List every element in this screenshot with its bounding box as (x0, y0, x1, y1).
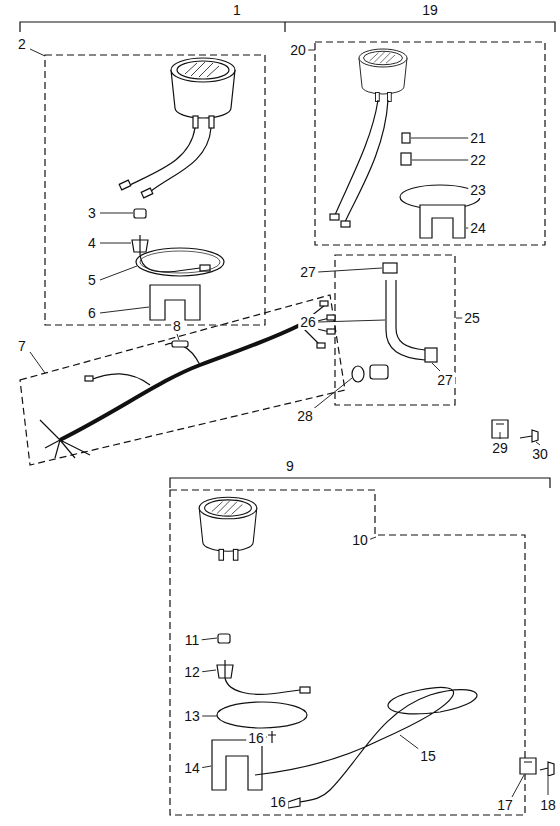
callout-number: 19 (420, 2, 440, 18)
callout-number: 15 (418, 748, 438, 764)
callout-number: 27 (435, 372, 455, 388)
callout-number: 22 (468, 152, 488, 168)
callout-number: 8 (171, 318, 183, 334)
callout-number: 11 (183, 632, 202, 648)
callout-number: 13 (182, 708, 202, 724)
callout-number: 29 (490, 440, 510, 456)
callout-number: 27 (298, 264, 318, 280)
callout-number: 2 (16, 36, 28, 52)
callout-number: 18 (538, 797, 558, 813)
callout-number: 10 (350, 532, 370, 548)
callout-number: 26 (298, 314, 318, 330)
callout-number: 20 (288, 42, 308, 58)
dashed-group-box (20, 42, 545, 815)
callout-number: 5 (86, 272, 98, 288)
callout-number: 4 (86, 235, 98, 251)
callout-number: 25 (462, 310, 482, 326)
callout-number: 9 (284, 458, 296, 474)
callout-number: 17 (495, 797, 515, 813)
group-brace (170, 478, 550, 488)
leader-line (30, 49, 548, 804)
callout-number: 3 (86, 205, 98, 221)
callout-number: 30 (530, 446, 550, 462)
callout-number: 16 (246, 730, 266, 746)
callout-number: 1 (231, 2, 243, 18)
callout-number: 12 (182, 664, 202, 680)
callout-number: 7 (16, 338, 28, 354)
callout-number: 6 (86, 305, 98, 321)
callout-number: 23 (468, 182, 488, 198)
callout-number: 14 (182, 760, 202, 776)
callout-number: 16 (268, 794, 288, 810)
callout-number: 24 (468, 220, 488, 236)
group-brace (20, 22, 555, 32)
callout-number: 21 (468, 130, 488, 146)
callout-number: 28 (295, 408, 315, 424)
